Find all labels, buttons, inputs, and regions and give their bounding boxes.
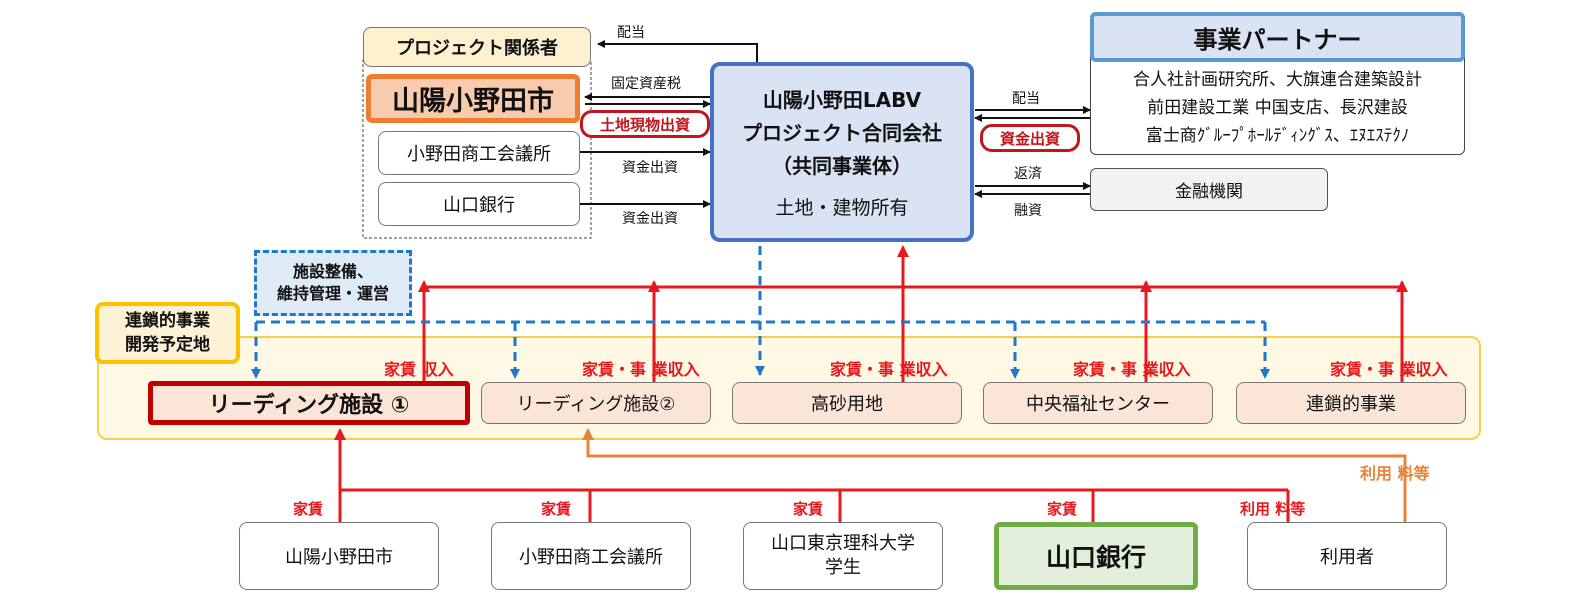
partners-list: 合人社計画研究所、大旗連合建築設計 前田建設工業 中国支店、長沢建設 富士商ｸﾞ…	[1092, 66, 1463, 150]
maintenance-box: 施設整備、 維持管理・運営	[254, 250, 412, 316]
tenant-users: 利用者	[1247, 522, 1447, 590]
tenant-flow-label-2: 家賃	[541, 500, 572, 518]
stakeholder-city: 山陽小野田市	[366, 74, 580, 123]
facility-leading-1: リーディング施設 ①	[148, 381, 470, 425]
tenant-bank: 山口銀行	[994, 522, 1198, 590]
partners-header: 事業パートナー	[1090, 12, 1465, 62]
label-property-tax: 固定資産税	[611, 76, 681, 92]
tenant-city: 山陽小野田市	[239, 522, 439, 590]
tenant-flow-label-1: 家賃	[293, 500, 324, 518]
revenue-label-5: 家賃・事 業収入	[1330, 360, 1448, 379]
revenue-label-4: 家賃・事 業収入	[1073, 360, 1191, 379]
partner-line: 富士商ｸﾞﾙｰﾌﾟﾎｰﾙﾃﾞｨﾝｸﾞｽ、ｴﾇｴｽﾃｸﾉ	[1145, 126, 1410, 146]
revenue-label-3: 家賃・事 業収入	[830, 360, 948, 379]
label-dividend-right: 配当	[1012, 91, 1040, 107]
stakeholder-bank: 山口銀行	[378, 182, 580, 226]
tenant-flow-label-5: 利用 料等	[1240, 500, 1306, 518]
facility-welfare-center: 中央福祉センター	[983, 382, 1213, 424]
llc-name-line2: プロジェクト合同会社	[742, 121, 942, 145]
user-fee-line	[582, 428, 1407, 522]
arrow-dividend-left	[597, 40, 758, 62]
stakeholders-group-border	[362, 59, 592, 239]
site-label: 連鎖的事業 開発予定地	[95, 302, 240, 364]
facility-chain-project: 連鎖的事業	[1236, 382, 1466, 424]
stakeholders-header: プロジェクト関係者	[363, 27, 591, 67]
label-dividend-left: 配当	[617, 25, 645, 41]
facility-takasago: 高砂用地	[732, 382, 962, 424]
label-capital-bank: 資金出資	[622, 211, 678, 227]
finance-box: 金融機関	[1090, 168, 1328, 211]
tenant-flow-label-4: 家賃	[1047, 500, 1078, 518]
stakeholder-chamber: 小野田商工会議所	[378, 131, 580, 175]
label-repayment: 返済	[1014, 166, 1042, 182]
label-capital-chamber: 資金出資	[622, 160, 678, 176]
llc-name-line1: 山陽小野田LABV	[762, 88, 922, 112]
label-capital-right: 資金出資	[980, 124, 1080, 152]
partner-line: 前田建設工業 中国支店、長沢建設	[1147, 98, 1408, 118]
llc-box: 山陽小野田LABV プロジェクト合同会社 （共同事業体） 土地・建物所有	[710, 62, 974, 242]
tenant-flow-label-3: 家賃	[793, 500, 824, 518]
label-loan: 融資	[1014, 203, 1042, 219]
tenant-university-students: 山口東京理科大学 学生	[743, 522, 943, 590]
llc-name-line3: （共同事業体）	[772, 154, 912, 178]
label-land-in-kind: 土地現物出資	[580, 110, 710, 138]
revenue-label-2: 家賃・事 業収入	[582, 360, 700, 379]
partner-line: 合人社計画研究所、大旗連合建築設計	[1133, 70, 1422, 90]
llc-sub: 土地・建物所有	[775, 197, 909, 219]
revenue-label-1: 家賃 収入	[384, 360, 454, 379]
tenant-chamber: 小野田商工会議所	[491, 522, 691, 590]
user-fee-label-upper: 利用 料等	[1360, 464, 1430, 483]
facility-leading-2: リーディング施設②	[481, 382, 711, 424]
